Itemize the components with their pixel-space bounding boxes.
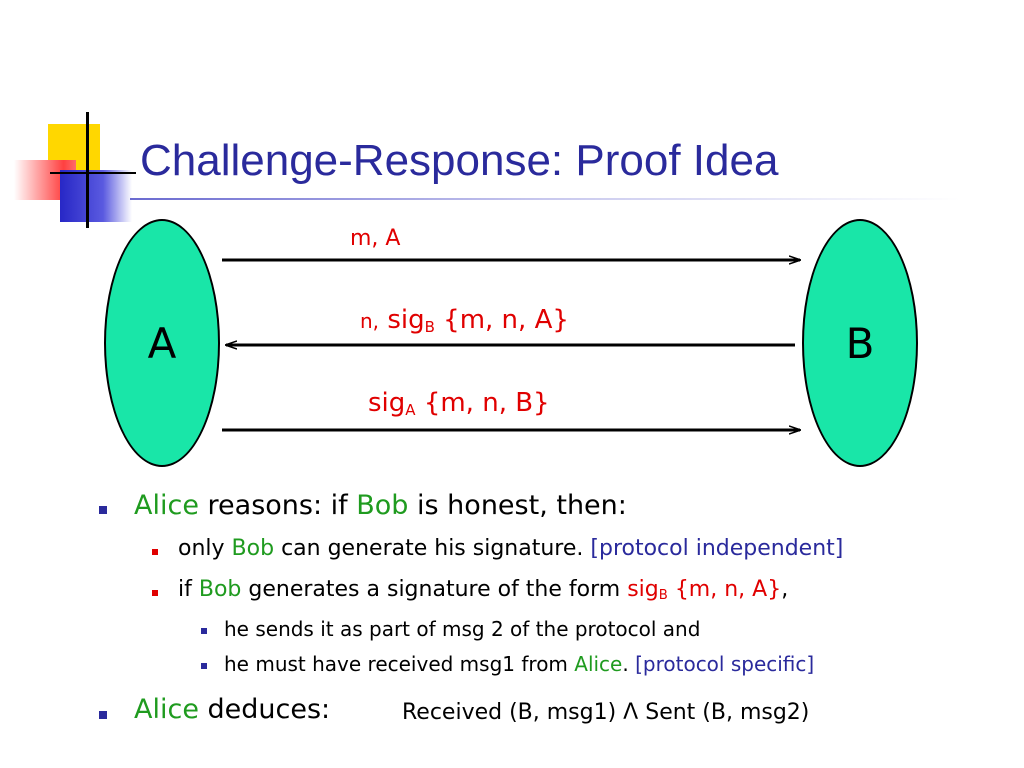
slide-title: Challenge-Response: Proof Idea bbox=[140, 136, 779, 185]
bullet-marker bbox=[152, 549, 158, 555]
logo-blue-bar bbox=[60, 170, 132, 222]
title-underline bbox=[130, 198, 960, 200]
party-b-label: B bbox=[845, 318, 875, 368]
logo-vertical-line bbox=[86, 112, 89, 228]
bullet-sends-msg2: he sends it as part of msg 2 of the prot… bbox=[224, 617, 701, 641]
bullet-marker bbox=[201, 628, 207, 634]
bullet-alice-reasons: Alice reasons: if Bob is honest, then: bbox=[134, 490, 627, 521]
bullet-marker bbox=[152, 590, 158, 596]
bullet-if-bob: if Bob generates a signature of the form… bbox=[178, 577, 789, 603]
bullet-received-msg1: he must have received msg1 from Alice. [… bbox=[224, 652, 815, 676]
bullet-marker bbox=[99, 711, 107, 719]
bullet-only-bob: only Bob can generate his signature. [pr… bbox=[178, 536, 844, 561]
bullet-alice-deduces: Alice deduces: bbox=[134, 694, 331, 725]
logo-horizontal-line bbox=[50, 172, 136, 174]
party-b-ellipse: B bbox=[802, 219, 918, 467]
bullet-marker bbox=[99, 506, 107, 514]
msg3-label: sigA {m, n, B} bbox=[368, 388, 550, 419]
party-a-label: A bbox=[147, 318, 177, 368]
bullet-marker bbox=[201, 663, 207, 669]
party-a-ellipse: A bbox=[104, 219, 220, 467]
msg2-label: n, sigB {m, n, A} bbox=[360, 305, 569, 336]
msg1-label: m, A bbox=[350, 226, 401, 251]
deduction-formula: Received (B, msg1) Λ Sent (B, msg2) bbox=[402, 700, 810, 725]
